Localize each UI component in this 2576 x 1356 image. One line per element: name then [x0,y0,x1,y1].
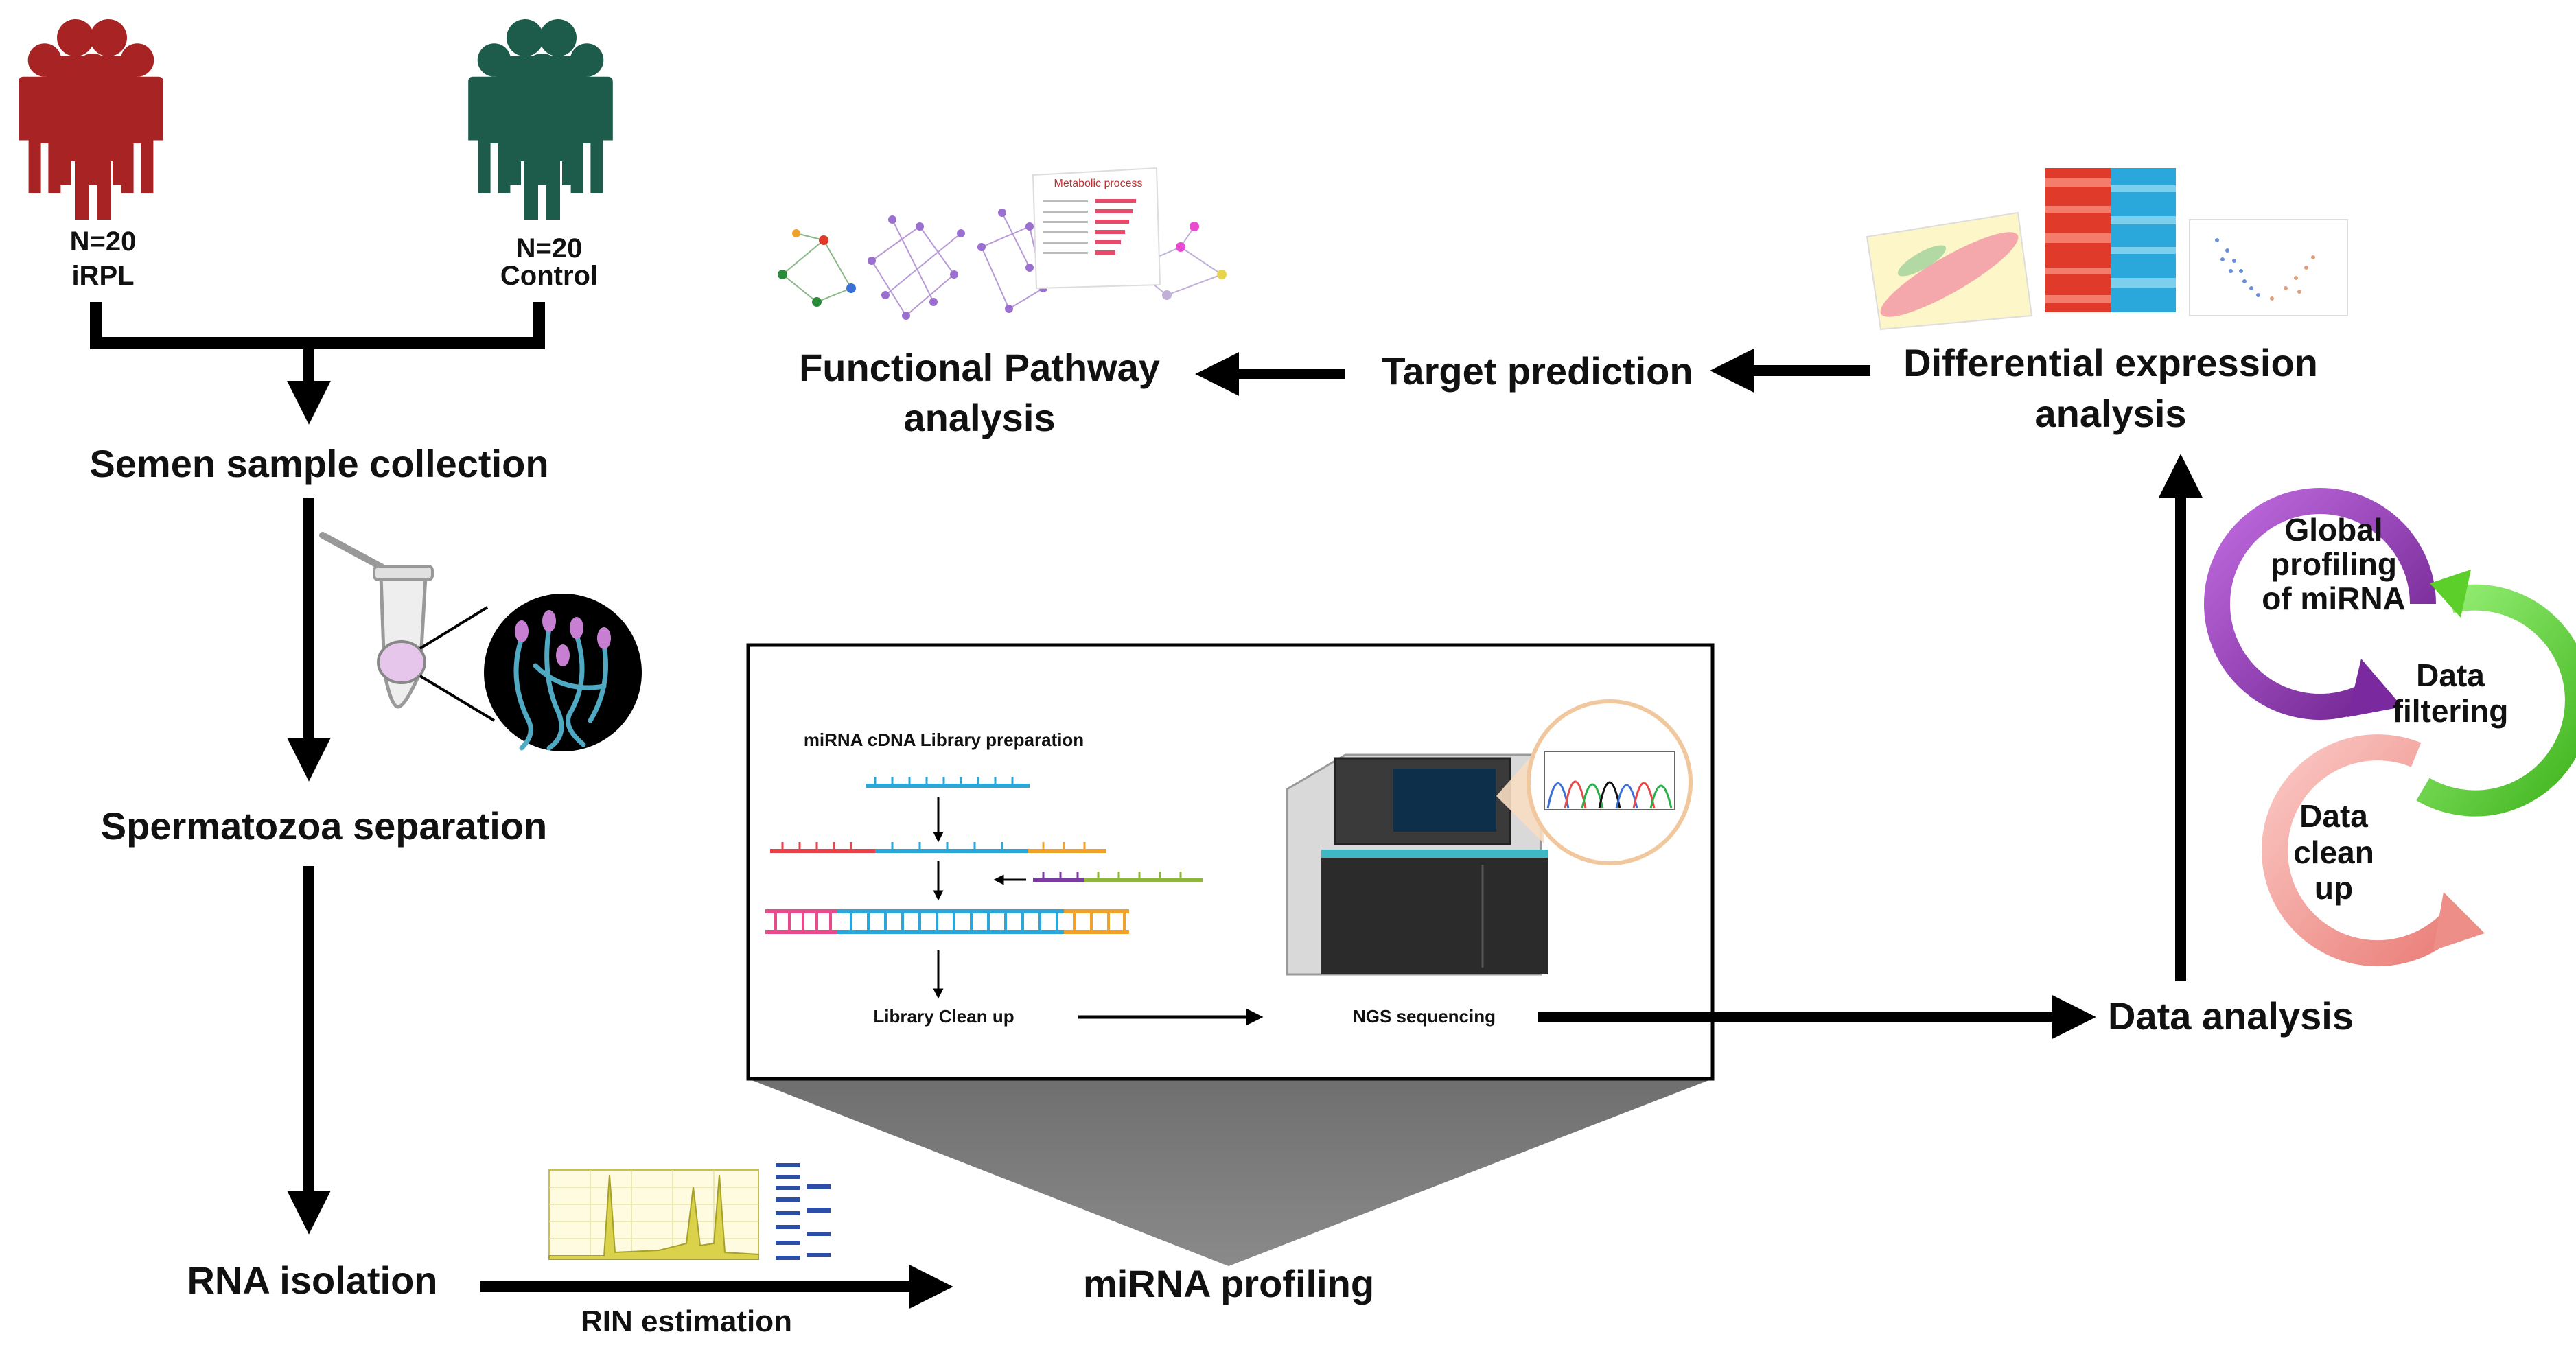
step-data-analysis: Data analysis [2108,994,2354,1038]
step-mirna-profiling: miRNA profiling [1083,1262,1374,1305]
chromatogram-icon [1527,699,1693,865]
step-rna-isolation: RNA isolation [187,1259,437,1302]
cdna-library-schematic [765,777,1203,999]
cycle-global-line3: of miRNA [2262,581,2406,616]
irpl-name-label: iRPL [71,261,134,291]
cycle-cleanup-line1: Data [2299,798,2368,834]
cycle-filtering-line1: Data [2416,657,2485,693]
cycle-filtering-line2: filtering [2393,693,2509,729]
microtube-icon [319,532,434,709]
people-icon-irpl [19,19,163,220]
cycle-global-line1: Global [2284,512,2382,548]
analysis-cycle [2204,488,2576,967]
control-name-label: Control [500,261,598,291]
people-icon-control [468,19,613,220]
merge-bracket [90,302,545,349]
ngs-sequencing-label: NGS sequencing [1353,1006,1496,1027]
cycle-arrow-cleanup [2261,734,2464,967]
sequencer-icon [1286,741,1548,976]
heatmap-icon [2042,165,2179,312]
step-diff-expr-line1: Differential expression [1903,341,2318,384]
step-diff-expr-line2: analysis [2034,392,2186,435]
pathway-bar-thumbnail: Metabolic process [1032,167,1161,290]
library-prep-title: miRNA cDNA Library preparation [804,729,1084,750]
volcano-plot-icon [2189,219,2348,316]
electropherogram-icon [548,1169,759,1260]
sperm-magnified-icon [419,594,642,751]
cycle-global-line2: profiling [2271,546,2397,582]
pathway-thumbnail-title: Metabolic process [1054,178,1143,189]
cycle-cleanup-line3: up [2314,870,2353,906]
profiling-funnel [748,1079,1713,1266]
cycle-arrow-global [2204,488,2436,720]
pca-plot-icon [1866,211,2033,331]
cycle-cleanup-line2: clean [2293,834,2374,870]
library-cleanup-label: Library Clean up [873,1006,1014,1027]
irpl-n-label: N=20 [70,226,137,257]
gel-icon [772,1160,834,1263]
step-sperm-separation: Spermatozoa separation [101,804,547,848]
control-n-label: N=20 [516,233,583,264]
library-prep-box [746,643,1715,1081]
step-functional-line2: analysis [903,396,1055,439]
cycle-arrow-filtering [2416,584,2576,817]
step-target-prediction: Target prediction [1382,349,1693,393]
step-semen-collection: Semen sample collection [89,442,548,485]
rin-estimation-label: RIN estimation [581,1305,792,1338]
step-functional-line1: Functional Pathway [799,346,1160,389]
